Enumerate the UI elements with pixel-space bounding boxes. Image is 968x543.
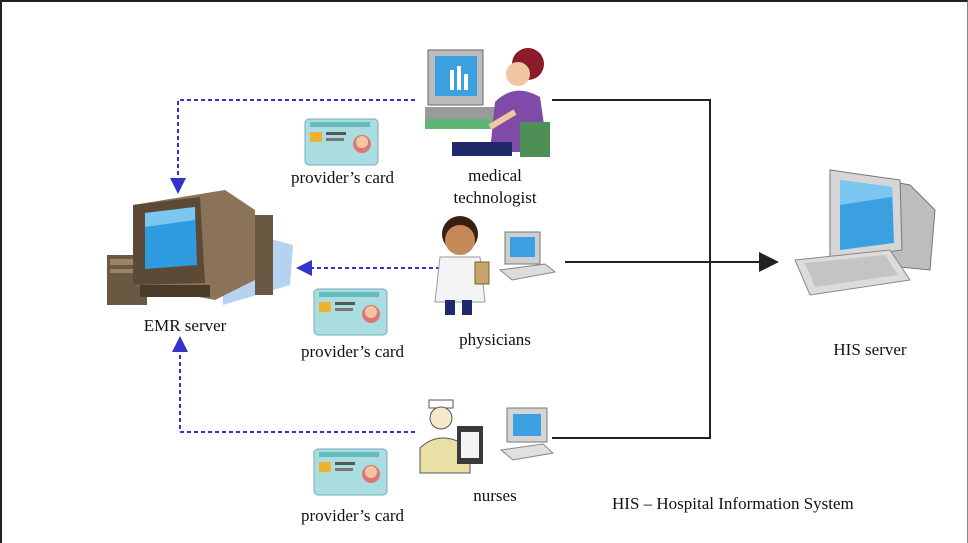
physician-figure xyxy=(434,216,557,315)
provider-card-icon xyxy=(313,448,388,496)
medical-technologist-figure xyxy=(425,48,550,157)
card-label-2: provider’s card xyxy=(300,342,405,361)
his-server-label: HIS server xyxy=(833,340,907,359)
card-label-3: provider’s card xyxy=(300,506,405,525)
card-label-1: provider’s card xyxy=(290,168,395,187)
tech-to-emr-link xyxy=(170,99,415,194)
physician-label: physicians xyxy=(459,330,531,349)
tech-label-1: medical xyxy=(468,166,522,185)
his-legend: HIS – Hospital Information System xyxy=(612,494,854,513)
emr-server-icon xyxy=(107,190,293,305)
emr-server-label: EMR server xyxy=(143,316,227,335)
tech-to-his-link xyxy=(552,99,711,439)
nurse-label: nurses xyxy=(473,486,517,505)
provider-card-icon xyxy=(313,288,388,336)
nurse-figure xyxy=(419,399,555,474)
tech-label-2: technologist xyxy=(453,188,537,207)
provider-card-icon xyxy=(304,118,379,166)
nurse-to-emr-link xyxy=(172,336,415,433)
his-server-icon xyxy=(794,169,936,296)
